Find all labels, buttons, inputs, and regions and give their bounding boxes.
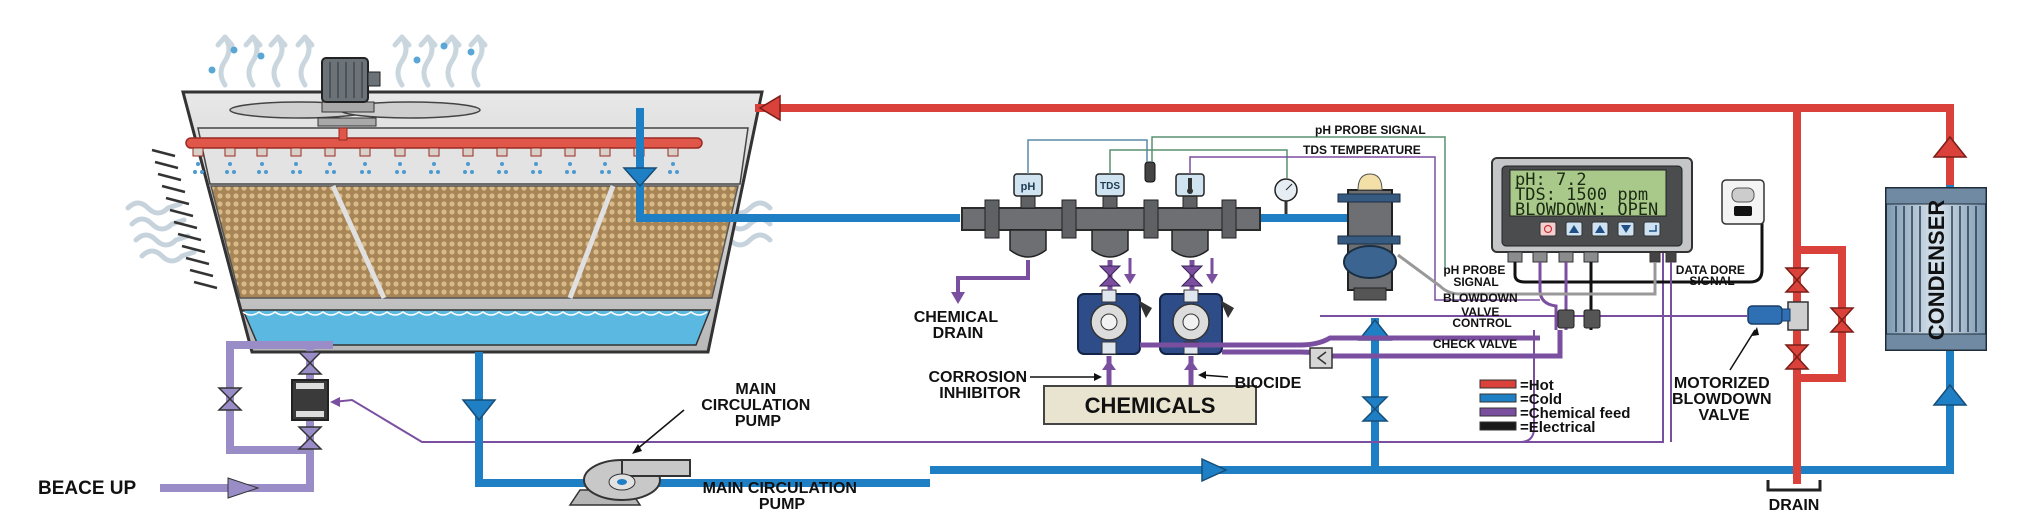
pump-callout-arrow: [635, 409, 685, 451]
legend-item-chemical-feed: =Chemical feed: [1479, 405, 1630, 422]
data-signal-label: DATA DORE SIGNAL: [1676, 263, 1748, 288]
svg-text:=Electrical: =Electrical: [1520, 419, 1595, 436]
tds-sensor: TDS: [1095, 173, 1125, 197]
pressure-gauge-icon: [1274, 178, 1298, 214]
legend-item-cold: =Cold: [1479, 391, 1562, 408]
flow-switch-valve: [1337, 173, 1401, 301]
chemical-pump-biocide: [1159, 289, 1234, 355]
legend-item-hot: =Hot: [1479, 377, 1554, 394]
valve-icon: [1098, 265, 1204, 287]
hot-water-line: [755, 104, 1954, 484]
svg-text:=Chemical feed: =Chemical feed: [1520, 405, 1630, 422]
makeup-control-wire: [332, 160, 1664, 443]
main-circulation-pump-icon: [568, 459, 691, 506]
water-droplet-icon: [208, 42, 475, 74]
cold-water-basin: [241, 309, 712, 346]
chemicals-tank: [1043, 385, 1257, 425]
fan-motor-icon: [321, 57, 381, 103]
signal-wires: [1027, 136, 1540, 301]
controller: pH: 7.2 TDS: 1500 ppm BLOWDOWN: OPEN: [1491, 157, 1693, 263]
flow-arrow-icon: [758, 94, 1968, 158]
check-valve-icon: [1309, 347, 1333, 369]
drain-icon: [1766, 480, 1822, 492]
legend: =Hot =Cold =Chemical feed =Electrical: [1320, 330, 1630, 443]
blowdown-valve-control-label: BLOWDOWN VALVE CONTROL: [1443, 291, 1521, 330]
valve-icon: [1784, 267, 1855, 370]
flow-arrow-icon: [461, 167, 1968, 483]
temperature-sensor: [1175, 173, 1205, 197]
legend-item-electrical: =Electrical: [1479, 419, 1595, 436]
motorized-blowdown-valve-label: MOTORIZED BLOWDOWN VALVE: [1672, 375, 1776, 424]
blowdown-valve-callout-arrow: [1729, 329, 1756, 371]
makeup-arrow-icon: [227, 477, 260, 499]
drain-label: DRAIN: [1769, 497, 1820, 514]
chemicals-label: CHEMICALS: [1085, 393, 1216, 418]
flow-arrow-icon: [1102, 258, 1218, 370]
vapor-plume-icon: [215, 34, 488, 88]
biocide-label: BIOCIDE: [1235, 375, 1302, 392]
cable-connector-icon: [1557, 309, 1601, 329]
makeup-label: BEACE UP: [38, 478, 137, 499]
cooling-tower: [125, 34, 773, 354]
valve-icon: [217, 351, 323, 450]
enter-button[interactable]: [1643, 221, 1661, 237]
chemical-drain-label: CHEMICAL DRAIN: [914, 309, 1003, 342]
valve-icon: [1361, 396, 1389, 422]
probe-icon: [1144, 161, 1156, 183]
check-valve-label: CHECK VALVE: [1433, 337, 1517, 351]
ph-probe-signal-label: pH PROBE SIGNAL: [1443, 263, 1508, 289]
svg-text:TDS: TDS: [1100, 181, 1120, 192]
power-button[interactable]: [1539, 221, 1557, 237]
power-outlet-icon: [1721, 179, 1765, 225]
corrosion-inhibitor-label: CORROSION INHIBITOR: [928, 369, 1031, 402]
svg-text:pH: pH: [1021, 181, 1036, 193]
fill-media: [210, 185, 739, 299]
main-pump-callout-label: MAIN CIRCULATION PUMP: [701, 381, 814, 430]
controller-display-text: pH: 7.2 TDS: 1500 ppm BLOWDOWN: OPEN: [1515, 170, 1658, 220]
ph-sensor: pH: [1013, 173, 1043, 197]
svg-text:=Hot: =Hot: [1520, 377, 1554, 394]
svg-text:=Cold: =Cold: [1520, 391, 1562, 408]
main-pump-label: MAIN CIRCULATION PUMP: [703, 480, 862, 513]
fan-icon: [229, 101, 481, 127]
tds-temperature-label: TDS TEMPERATURE: [1303, 143, 1421, 157]
sensor-manifold: [961, 193, 1261, 258]
motorized-blowdown-valve-icon: [1747, 301, 1809, 331]
ph-probe-signal-top-label: pH PROBE SIGNAL: [1315, 123, 1426, 137]
controller-display: [1509, 169, 1667, 217]
makeup-solenoid-valve: [291, 379, 329, 421]
spray-header: [185, 137, 703, 149]
chemical-drain-line: [956, 260, 1030, 296]
condenser: CONDENSER: [1885, 187, 1987, 351]
chemical-pump-corrosion-inhibitor: [1077, 289, 1152, 355]
condenser-label: CONDENSER: [1924, 200, 1949, 341]
spray-nozzle-icon: [192, 147, 679, 157]
